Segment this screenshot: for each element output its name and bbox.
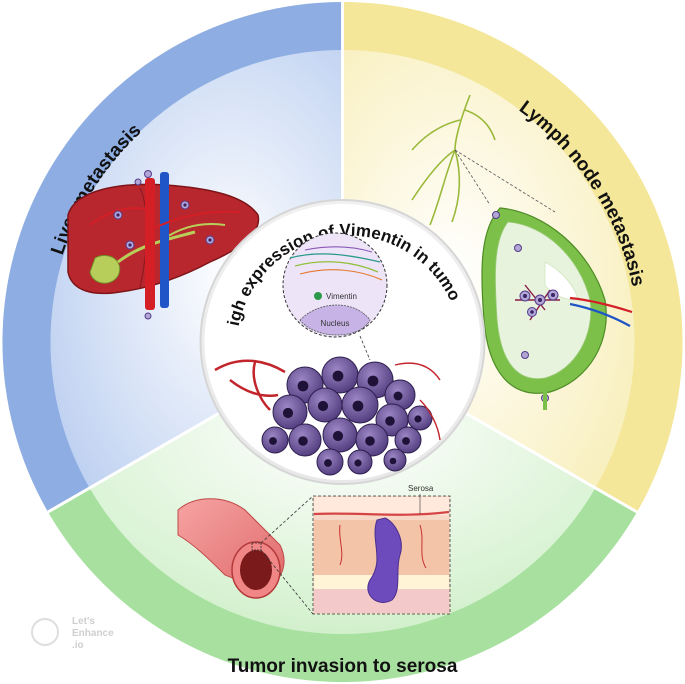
- nucleus-label: Nucleus: [321, 319, 350, 328]
- tumor-cell-nucleus: [385, 416, 395, 426]
- tumor-cell-nucleus: [282, 407, 294, 419]
- tumor-cell-nucleus: [332, 370, 344, 382]
- liver-illustration: [67, 170, 260, 320]
- serosa-illustration: Serosa: [177, 484, 451, 615]
- serosa-label: Serosa: [408, 484, 434, 493]
- tumor-cell-nucleus: [324, 459, 332, 467]
- tumor-cell-nucleus: [317, 400, 329, 412]
- tumor-invasion-label: Tumor invasion to serosa: [228, 656, 458, 677]
- tumor-cell-nucleus: [354, 459, 362, 467]
- tumor-cell-nucleus: [414, 415, 422, 423]
- tumor-cell-nucleus: [352, 400, 364, 412]
- tumor-cell-nucleus: [393, 391, 403, 401]
- vimentin-label: Vimentin: [326, 292, 357, 301]
- svg-text:Enhance: Enhance: [72, 628, 114, 639]
- watermark: Let's Enhance .io: [31, 616, 114, 651]
- tumor-cell-nucleus: [332, 430, 344, 442]
- tumor-cell-nucleus: [367, 375, 379, 387]
- tumor-cell-nucleus: [402, 437, 410, 445]
- lymph-node-illustration: [411, 94, 633, 410]
- svg-text:.io: .io: [72, 640, 84, 651]
- tumor-cell-cluster: [261, 356, 433, 476]
- tumor-cell-nucleus: [298, 436, 308, 446]
- svg-text:Let's: Let's: [72, 616, 95, 627]
- tumor-cell-nucleus: [389, 457, 397, 465]
- tumor-cell-nucleus: [365, 436, 375, 446]
- tumor-cell-nucleus: [269, 437, 277, 445]
- tumor-cell-nucleus: [297, 380, 309, 392]
